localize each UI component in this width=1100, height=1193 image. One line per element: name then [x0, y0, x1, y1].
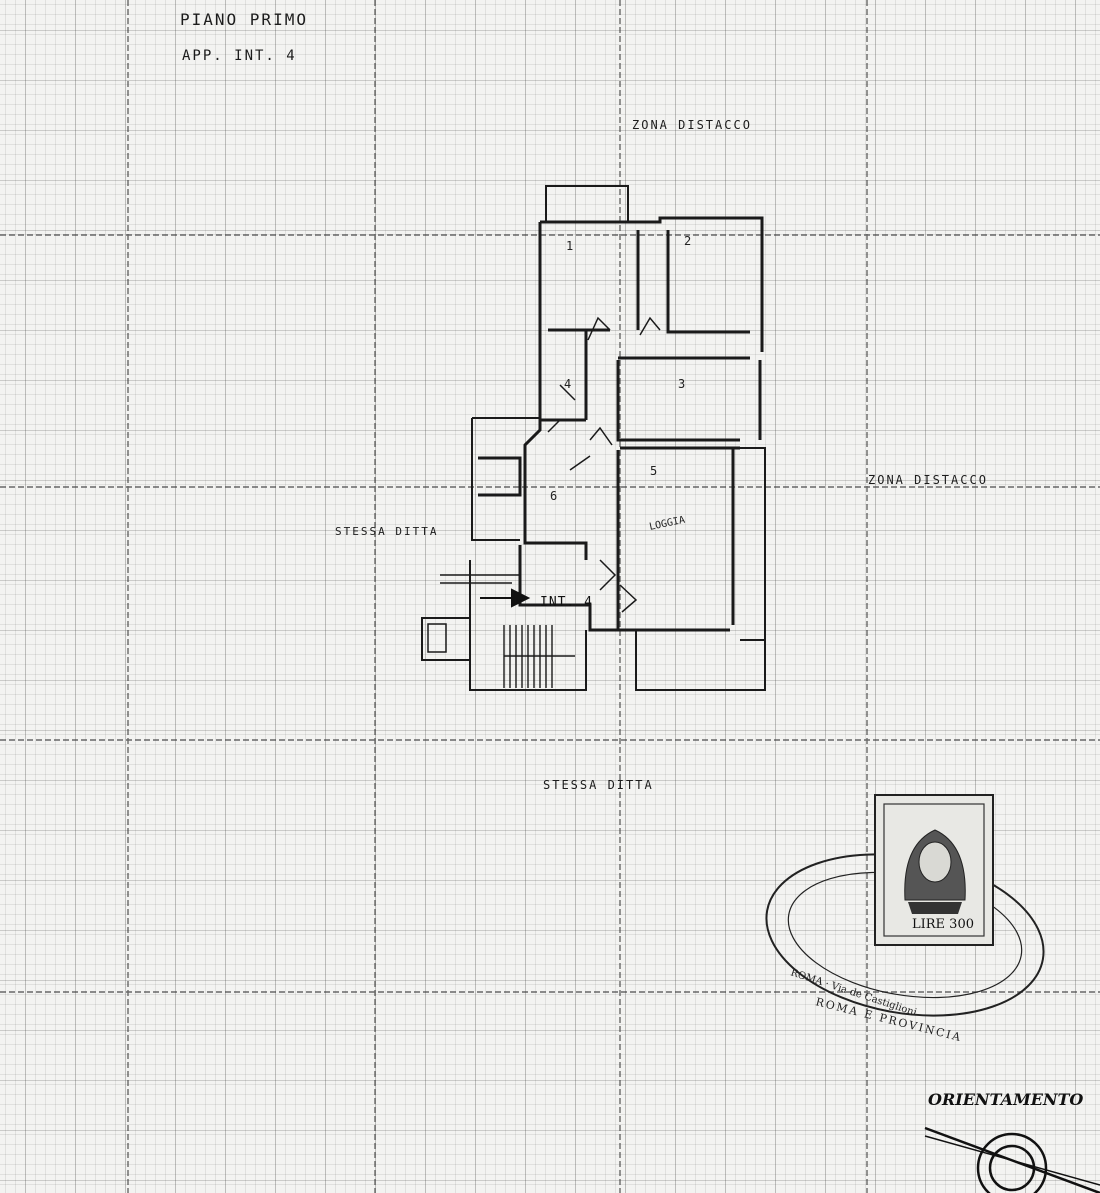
- room-number-5: 5: [650, 464, 657, 478]
- room-number-1: 1: [566, 239, 573, 253]
- stamp-value: LIRE 300: [912, 917, 974, 932]
- room-number-2: 2: [684, 234, 691, 248]
- neighbor-label-bottom: STESSA DITTA: [543, 778, 654, 792]
- room-number-6: 6: [550, 489, 557, 503]
- room-number-4: 4: [564, 377, 571, 391]
- floor-label: PIANO PRIMO: [180, 10, 308, 29]
- neighbor-label-left: STESSA DITTA: [335, 525, 439, 538]
- orientation-label: ORIENTAMENTO: [928, 1090, 1084, 1109]
- entrance-label: INT. 4: [540, 595, 593, 610]
- zone-label-top: ZONA DISTACCO: [632, 118, 752, 132]
- apartment-label: APP. INT. 4: [182, 48, 297, 64]
- room-number-3: 3: [678, 377, 685, 391]
- zone-label-right: ZONA DISTACCO: [868, 473, 988, 487]
- stamp-portrait: [904, 829, 966, 914]
